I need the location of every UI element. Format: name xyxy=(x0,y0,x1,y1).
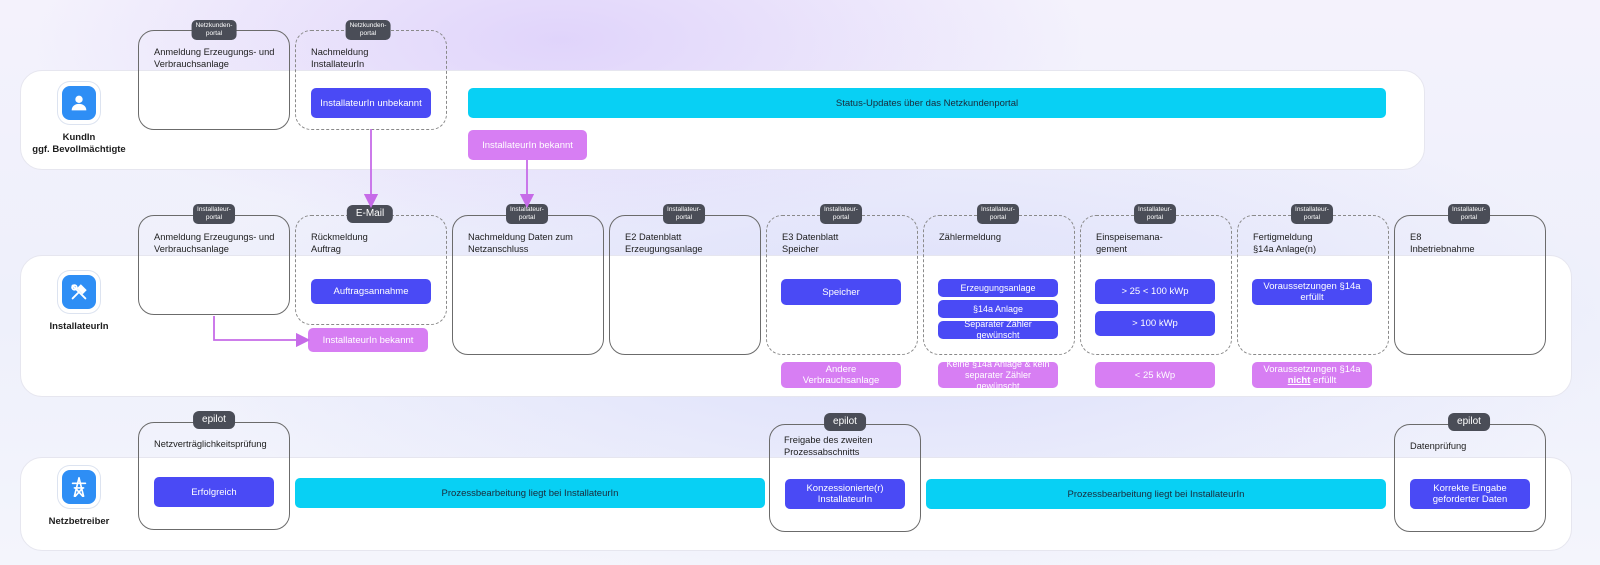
tag-epilot: epilot xyxy=(1448,413,1490,431)
prozessbearbeitung-bar-2: Prozessbearbeitung liegt bei Installateu… xyxy=(926,479,1386,509)
tag-installateurportal: Installateur- portal xyxy=(663,204,705,224)
actor-netzbetreiber-label: Netzbetreiber xyxy=(48,516,110,527)
auftragsannahme-button[interactable]: Auftragsannahme xyxy=(311,279,431,304)
erfuellt-text: erfüllt xyxy=(1310,375,1337,386)
erzeugungsanlage-button[interactable]: Erzeugungsanlage xyxy=(938,279,1058,297)
erfolgreich-button[interactable]: Erfolgreich xyxy=(154,477,274,507)
person-icon xyxy=(62,86,96,120)
installateur-unbekannt-button[interactable]: InstallateurIn unbekannt xyxy=(311,88,431,118)
arrow-anmeldung-to-bekannt xyxy=(213,316,311,348)
tag-epilot: epilot xyxy=(193,411,235,429)
card-title: Nachmeldung Daten zum Netzanschluss xyxy=(468,232,573,254)
actor-installateur-label: InstallateurIn xyxy=(49,321,109,332)
tag-epilot: epilot xyxy=(824,413,866,431)
korrekte-eingabe-button[interactable]: Korrekte Eingabe geforderter Daten xyxy=(1410,479,1530,509)
kwp-under-25-button[interactable]: < 25 kWp xyxy=(1095,362,1215,388)
actor-installateur: InstallateurIn xyxy=(14,275,144,333)
paragraph14a-anlage-button[interactable]: §14a Anlage xyxy=(938,300,1058,318)
konzessionierte-installateur-button[interactable]: Konzessionierte(r) InstallateurIn xyxy=(785,479,905,509)
card-title: Netzverträglichkeitsprüfung xyxy=(154,439,267,449)
card-title: E2 Datenblatt Erzeugungsanlage xyxy=(625,232,703,254)
lane-kunde xyxy=(20,70,1425,170)
tag-netzkundenportal: Netzkunden- portal xyxy=(345,20,391,40)
tag-installateurportal: Installateur- portal xyxy=(1448,204,1490,224)
andere-verbrauchsanlage-button[interactable]: Andere Verbrauchsanlage xyxy=(781,362,901,388)
tag-installateurportal: Installateur- portal xyxy=(506,204,548,224)
installateur-bekannt-button[interactable]: InstallateurIn bekannt xyxy=(468,130,587,160)
status-updates-bar: Status-Updates über das Netzkundenportal xyxy=(468,88,1386,118)
prozessbearbeitung-bar-1: Prozessbearbeitung liegt bei Installateu… xyxy=(295,478,765,508)
card-title: Einspeisemana- gement xyxy=(1096,232,1163,254)
card-title: Rückmeldung Auftrag xyxy=(311,232,368,254)
tag-installateurportal: Installateur- portal xyxy=(820,204,862,224)
installateur-bekannt-label: InstallateurIn bekannt xyxy=(308,328,428,352)
actor-kunde-label: KundIn xyxy=(62,132,96,143)
card-title: E8 Inbetriebnahme xyxy=(1410,232,1475,254)
separater-zaehler-button[interactable]: Separater Zähler gewünscht xyxy=(938,319,1058,340)
card-title: Freigabe des zweiten Prozessabschnitts xyxy=(784,435,873,457)
voraussetzungen-erfuellt-button[interactable]: Voraussetzungen §14a erfüllt xyxy=(1252,279,1372,305)
kwp-25-100-button[interactable]: > 25 < 100 kWp xyxy=(1095,279,1215,304)
actor-netzbetreiber: Netzbetreiber xyxy=(14,470,144,528)
card-title: Datenprüfung xyxy=(1410,441,1467,451)
card-title: E3 Datenblatt Speicher xyxy=(782,232,839,254)
card-title: Anmeldung Erzeugungs- und Verbrauchsanla… xyxy=(154,47,275,69)
actor-kunde-sublabel: ggf. Bevollmächtigte xyxy=(32,144,126,155)
keine-14a-anlage-button[interactable]: Keine §14a Anlage & kein separater Zähle… xyxy=(938,359,1058,391)
card-title: Fertigmeldung §14a Anlage(n) xyxy=(1253,232,1317,254)
card-title: Zählermeldung xyxy=(939,232,1002,242)
card-title: Anmeldung Erzeugungs- und Verbrauchsanla… xyxy=(154,232,275,254)
tag-email: E-Mail xyxy=(346,205,394,223)
tools-icon xyxy=(62,275,96,309)
card-title: Nachmeldung InstallateurIn xyxy=(311,47,369,69)
voraussetzungen-text: Voraussetzungen §14a xyxy=(1263,364,1361,375)
tag-installateurportal: Installateur- portal xyxy=(1134,204,1176,224)
tag-installateurportal: Installateur- portal xyxy=(977,204,1019,224)
nicht-text: nicht xyxy=(1287,375,1311,386)
kwp-over-100-button[interactable]: > 100 kWp xyxy=(1095,311,1215,336)
tag-installateurportal: Installateur- portal xyxy=(193,204,235,224)
tag-netzkundenportal: Netzkunden- portal xyxy=(191,20,237,40)
power-tower-icon xyxy=(62,470,96,504)
speicher-button[interactable]: Speicher xyxy=(781,279,901,305)
tag-installateurportal: Installateur- portal xyxy=(1291,204,1333,224)
